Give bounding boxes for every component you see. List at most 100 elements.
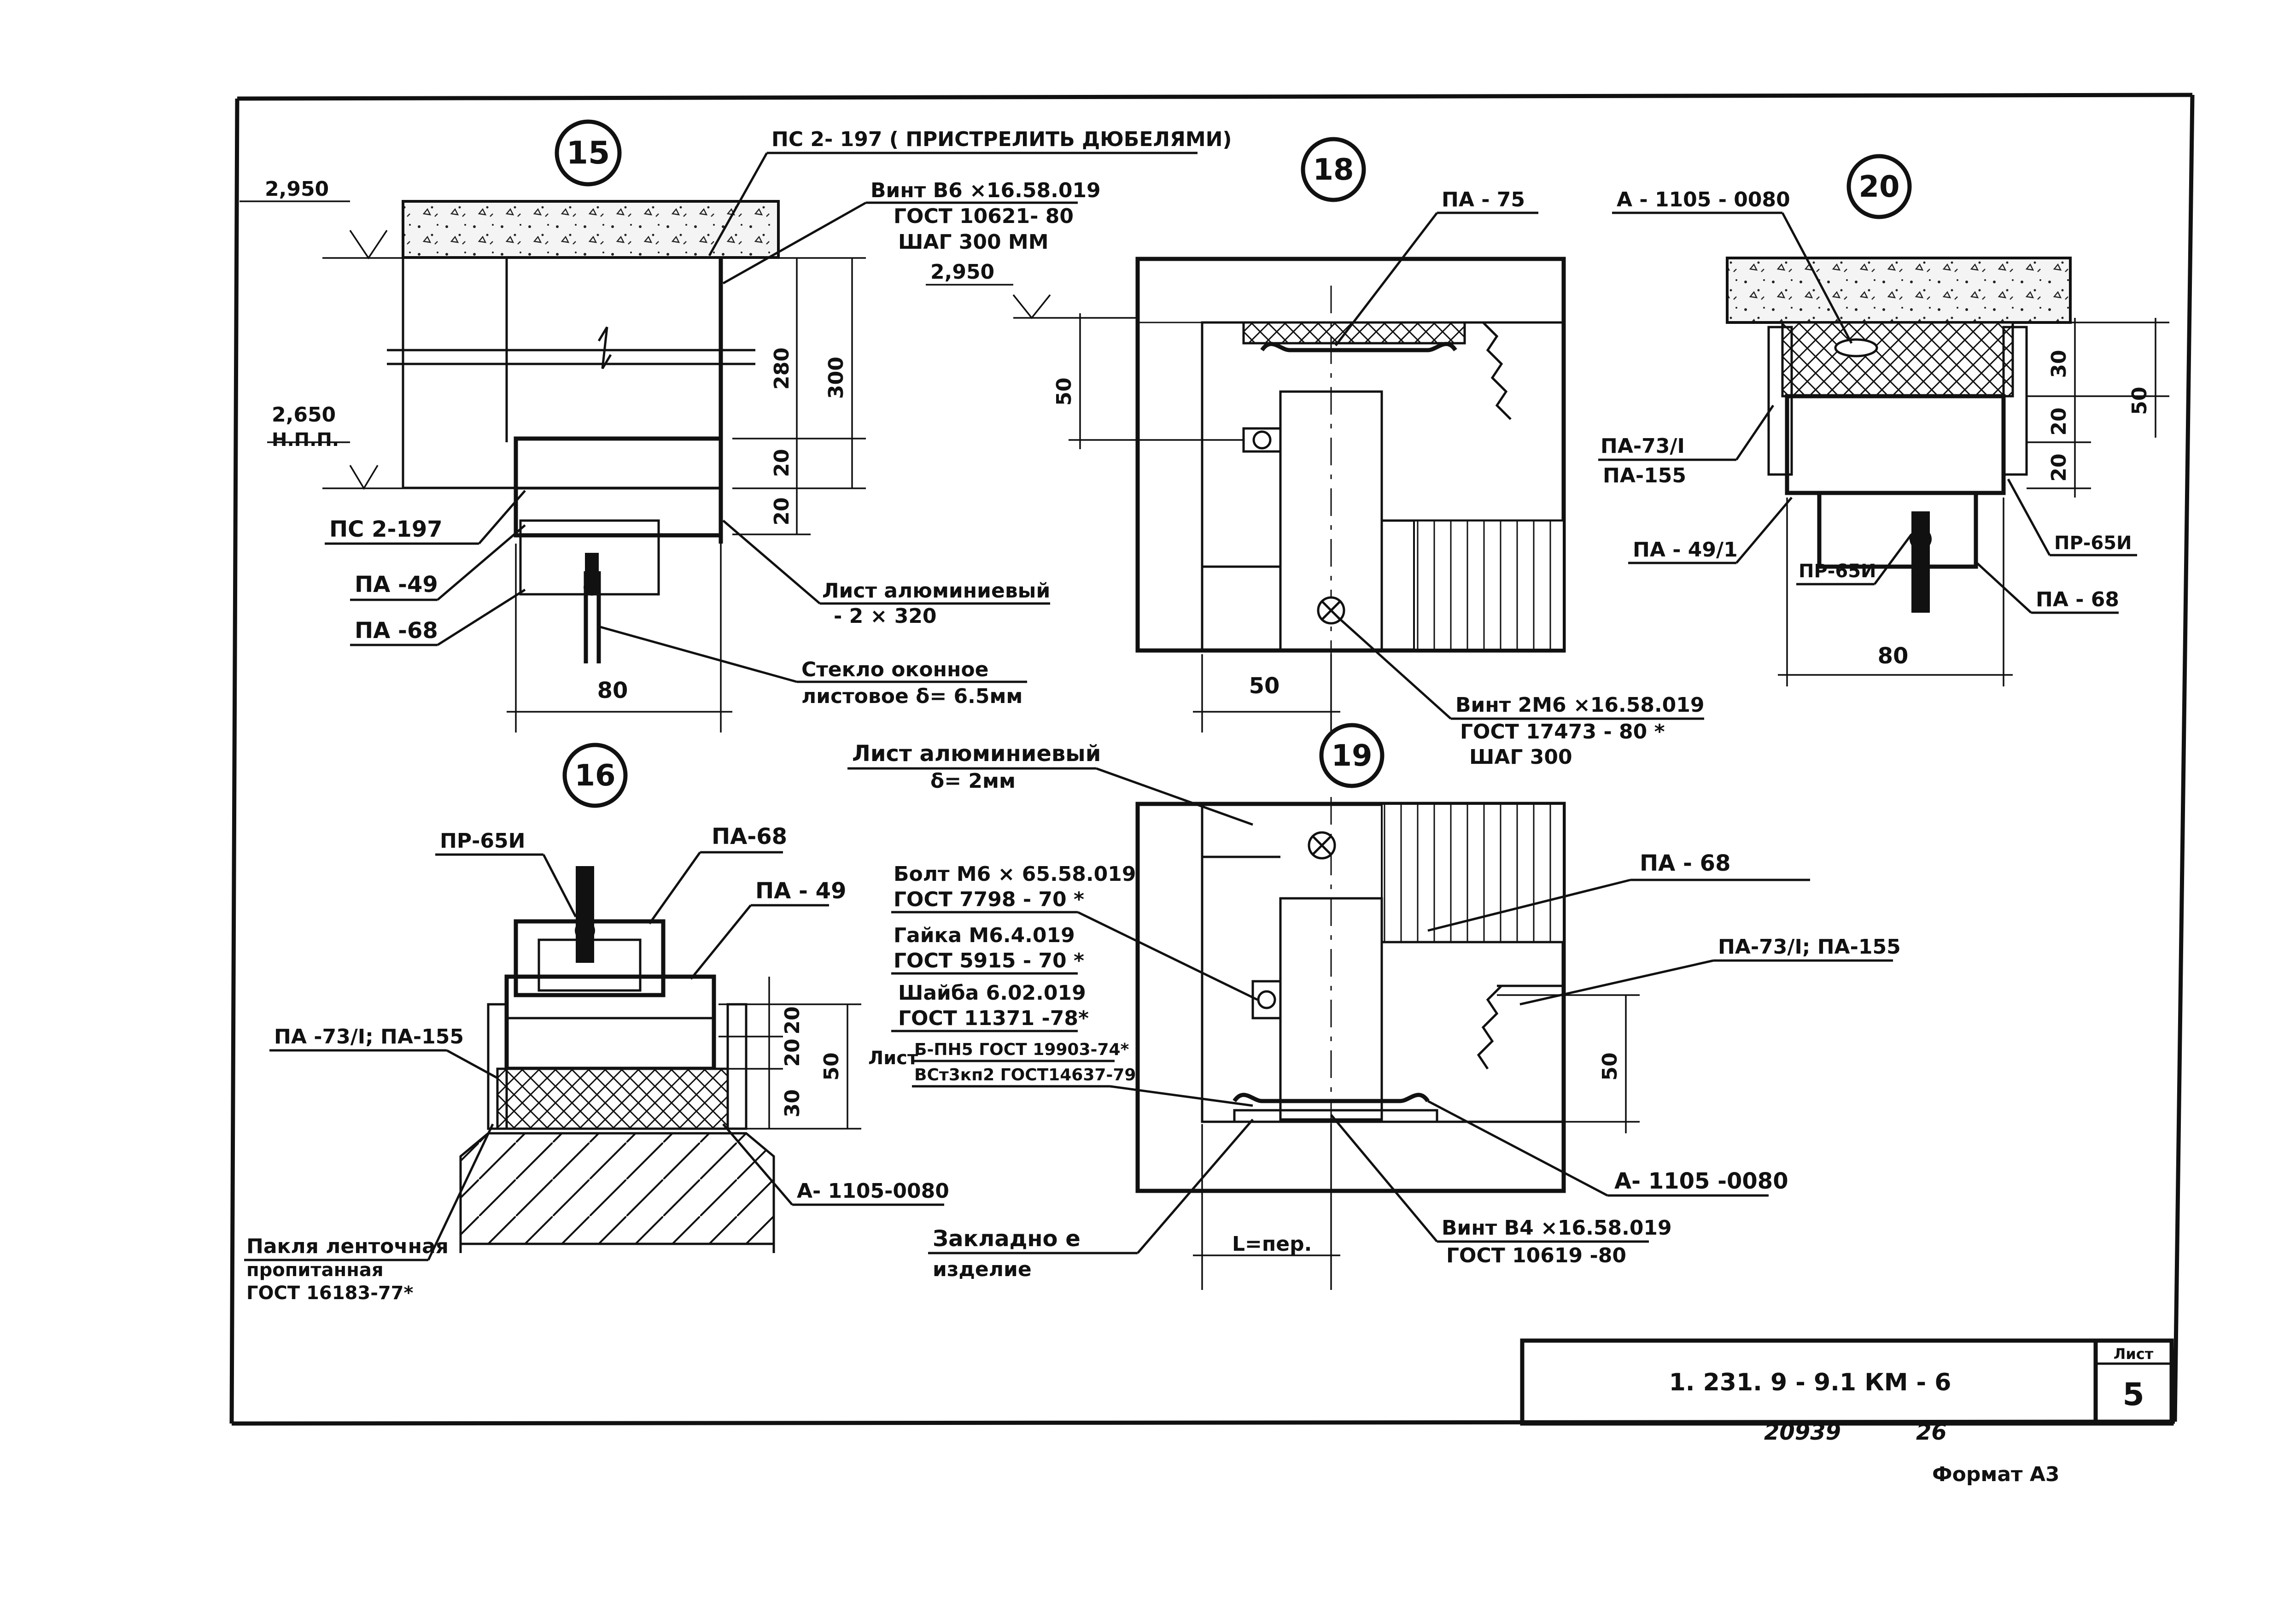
- callout-pa-73-pa-155: ПА-73/I; ПА-155: [1718, 935, 1901, 959]
- callout-screw-b6: Винт В6 ×16.58.019: [870, 179, 1101, 202]
- concrete-slab: [402, 200, 780, 259]
- svg-text:δ= 2мм: δ= 2мм: [930, 769, 1016, 793]
- callout-pr-65i: ПР-65И: [440, 829, 525, 853]
- svg-text:280: 280: [770, 347, 794, 390]
- callout-washer: Шайба 6.02.019: [898, 981, 1086, 1005]
- concrete-slab: [1726, 257, 2072, 324]
- callout-bolt-m6: Болт М6 × 65.58.019: [894, 862, 1136, 886]
- callout-ps2-197: ПС 2-197: [329, 516, 443, 542]
- svg-text:ГОСТ 16183-77*: ГОСТ 16183-77*: [246, 1283, 413, 1304]
- glazing-bead: [1817, 491, 1978, 569]
- svg-text:30: 30: [781, 1089, 804, 1117]
- callout-a-1105-0080: А - 1105 - 0080: [1617, 188, 1790, 211]
- svg-text:ГОСТ 17473 - 80 *: ГОСТ 17473 - 80 *: [1460, 720, 1665, 744]
- svg-text:50: 50: [1249, 673, 1280, 699]
- detail-18-marker: [1301, 137, 1366, 202]
- svg-text:ВСт3кп2 ГОСТ14637-79: ВСт3кп2 ГОСТ14637-79: [914, 1066, 1136, 1084]
- title-block: 1. 231. 9 - 9.1 КМ - 6 Лист 5: [1520, 1338, 2174, 1426]
- callout-pa-68: ПА - 68: [1640, 850, 1730, 876]
- callout-pa-49: ПА -49: [355, 572, 438, 598]
- sealant-strip: [1242, 321, 1466, 345]
- svg-text:ГОСТ 11371 -78*: ГОСТ 11371 -78*: [898, 1007, 1089, 1030]
- break-lines: [387, 349, 755, 365]
- svg-text:50: 50: [820, 1052, 843, 1080]
- callout-pa-68: ПА - 68: [2036, 588, 2119, 611]
- detail-20: 20 30 20 20 50 80 А - 1105 - 0080 ПА-73/…: [1598, 154, 2169, 686]
- svg-text:20: 20: [781, 1038, 804, 1066]
- footer-format: Формат А3: [1932, 1463, 2060, 1486]
- masonry-below: [459, 1132, 775, 1245]
- svg-text:- 2 × 320: - 2 × 320: [834, 604, 937, 628]
- callout-pa-49-1: ПА - 49/1: [1633, 538, 1738, 562]
- panel-layers: [1413, 520, 1565, 650]
- svg-text:20: 20: [2047, 407, 2071, 435]
- footer-number: 20939: [1764, 1419, 1841, 1445]
- svg-text:50: 50: [1598, 1052, 1622, 1080]
- sheet-label: Лист: [2114, 1345, 2154, 1363]
- svg-text:листовое δ= 6.5мм: листовое δ= 6.5мм: [801, 685, 1022, 708]
- callout-aluminum-sheet: Лист алюминиевый: [822, 579, 1050, 603]
- detail-18-number: 18: [1313, 153, 1354, 187]
- detail-18: 18 2,950 50 50 ПА - 75 Винт 2М6 ×16.: [926, 137, 1705, 769]
- svg-text:20: 20: [770, 449, 794, 477]
- callout-pa-73: ПА-73/I: [1601, 434, 1685, 458]
- svg-text:ГОСТ 10621- 80: ГОСТ 10621- 80: [894, 205, 1074, 228]
- profile-pa-75: [1260, 342, 1457, 352]
- callout-oakum: Пакля ленточная: [246, 1235, 449, 1258]
- callout-nut-m6: Гайка М6.4.019: [894, 924, 1075, 947]
- level-2650: 2,650: [272, 403, 336, 427]
- svg-text:50: 50: [1052, 377, 1076, 405]
- detail-15-marker: [555, 119, 622, 187]
- callout-glass: Стекло оконное: [801, 658, 988, 681]
- detail-16-number: 16: [574, 759, 615, 793]
- callout-embedded-part: Закладно е: [933, 1226, 1081, 1252]
- svg-text:80: 80: [597, 678, 628, 703]
- callout-pr-65i-left: ПР-65И: [1799, 561, 1876, 582]
- level-2950: 2,950: [930, 260, 994, 284]
- callout-pa-68: ПА-68: [712, 824, 787, 850]
- svg-text:ПА-155: ПА-155: [1603, 464, 1686, 487]
- svg-text:ШАГ 300: ШАГ 300: [1469, 745, 1572, 769]
- svg-text:ШАГ 300 ММ: ШАГ 300 ММ: [898, 230, 1049, 254]
- dim-l-per: L=пер.: [1232, 1232, 1312, 1256]
- detail-20-marker: [1846, 154, 1912, 219]
- callout-pa-49: ПА - 49: [755, 878, 846, 904]
- callout-screw-2m6: Винт 2М6 ×16.58.019: [1455, 693, 1705, 717]
- svg-text:ГОСТ 10619 -80: ГОСТ 10619 -80: [1446, 1244, 1626, 1267]
- callout-aluminum-sheet-2mm: Лист алюминиевый: [852, 741, 1101, 767]
- svg-text:ГОСТ 5915 - 70 *: ГОСТ 5915 - 70 *: [894, 949, 1084, 973]
- callout-list: Лист: [868, 1048, 918, 1069]
- sheet-number: 5: [2122, 1377, 2144, 1413]
- svg-text:80: 80: [1878, 643, 1909, 669]
- detail-16: 16 20 20 30 50 ПР-65И ПА-68 ПА - 49: [244, 743, 949, 1304]
- detail-19-number: 19: [1331, 739, 1372, 773]
- level-2950: 2,950: [265, 177, 329, 201]
- svg-text:20: 20: [770, 497, 794, 525]
- steel-plate: [1233, 1093, 1430, 1103]
- panel-layers: [1381, 803, 1565, 943]
- detail-19-marker: [1319, 723, 1385, 788]
- detail-15: 15 2,950 2,650 Н.П.П. 280 3: [240, 119, 1232, 732]
- svg-text:20: 20: [2047, 453, 2071, 481]
- svg-text:Н.П.П.: Н.П.П.: [272, 429, 339, 451]
- detail-20-number: 20: [1858, 170, 1899, 204]
- callout-a-1105-0080: А- 1105-0080: [797, 1179, 949, 1203]
- callout-a-1105-0080: А- 1105 -0080: [1614, 1168, 1788, 1194]
- svg-text:пропитанная: пропитанная: [246, 1260, 384, 1281]
- insulation-layer: [496, 1067, 729, 1130]
- svg-text:ГОСТ 7798 - 70 *: ГОСТ 7798 - 70 *: [894, 888, 1084, 911]
- sheet-frame: [229, 93, 2195, 1426]
- svg-text:30: 30: [2047, 350, 2071, 378]
- footer-page: 26: [1916, 1419, 1947, 1445]
- svg-text:Б-ПН5 ГОСТ 19903-74*: Б-ПН5 ГОСТ 19903-74*: [914, 1040, 1129, 1059]
- detail-15-number: 15: [567, 135, 610, 171]
- callout-screw-b4: Винт В4 ×16.58.019: [1442, 1216, 1672, 1240]
- wall-section: [402, 256, 722, 489]
- svg-text:20: 20: [781, 1006, 804, 1034]
- profile-pa-49-1: [1785, 394, 2006, 495]
- detail-16-marker: [562, 743, 628, 808]
- detail-19: 19 50 L=пер. Лист алюминиевый δ= 2мм Бол…: [847, 723, 1901, 1290]
- callout-pr-65i-right: ПР-65И: [2054, 533, 2132, 554]
- drawing-code: 1. 231. 9 - 9.1 КМ - 6: [1669, 1369, 1951, 1396]
